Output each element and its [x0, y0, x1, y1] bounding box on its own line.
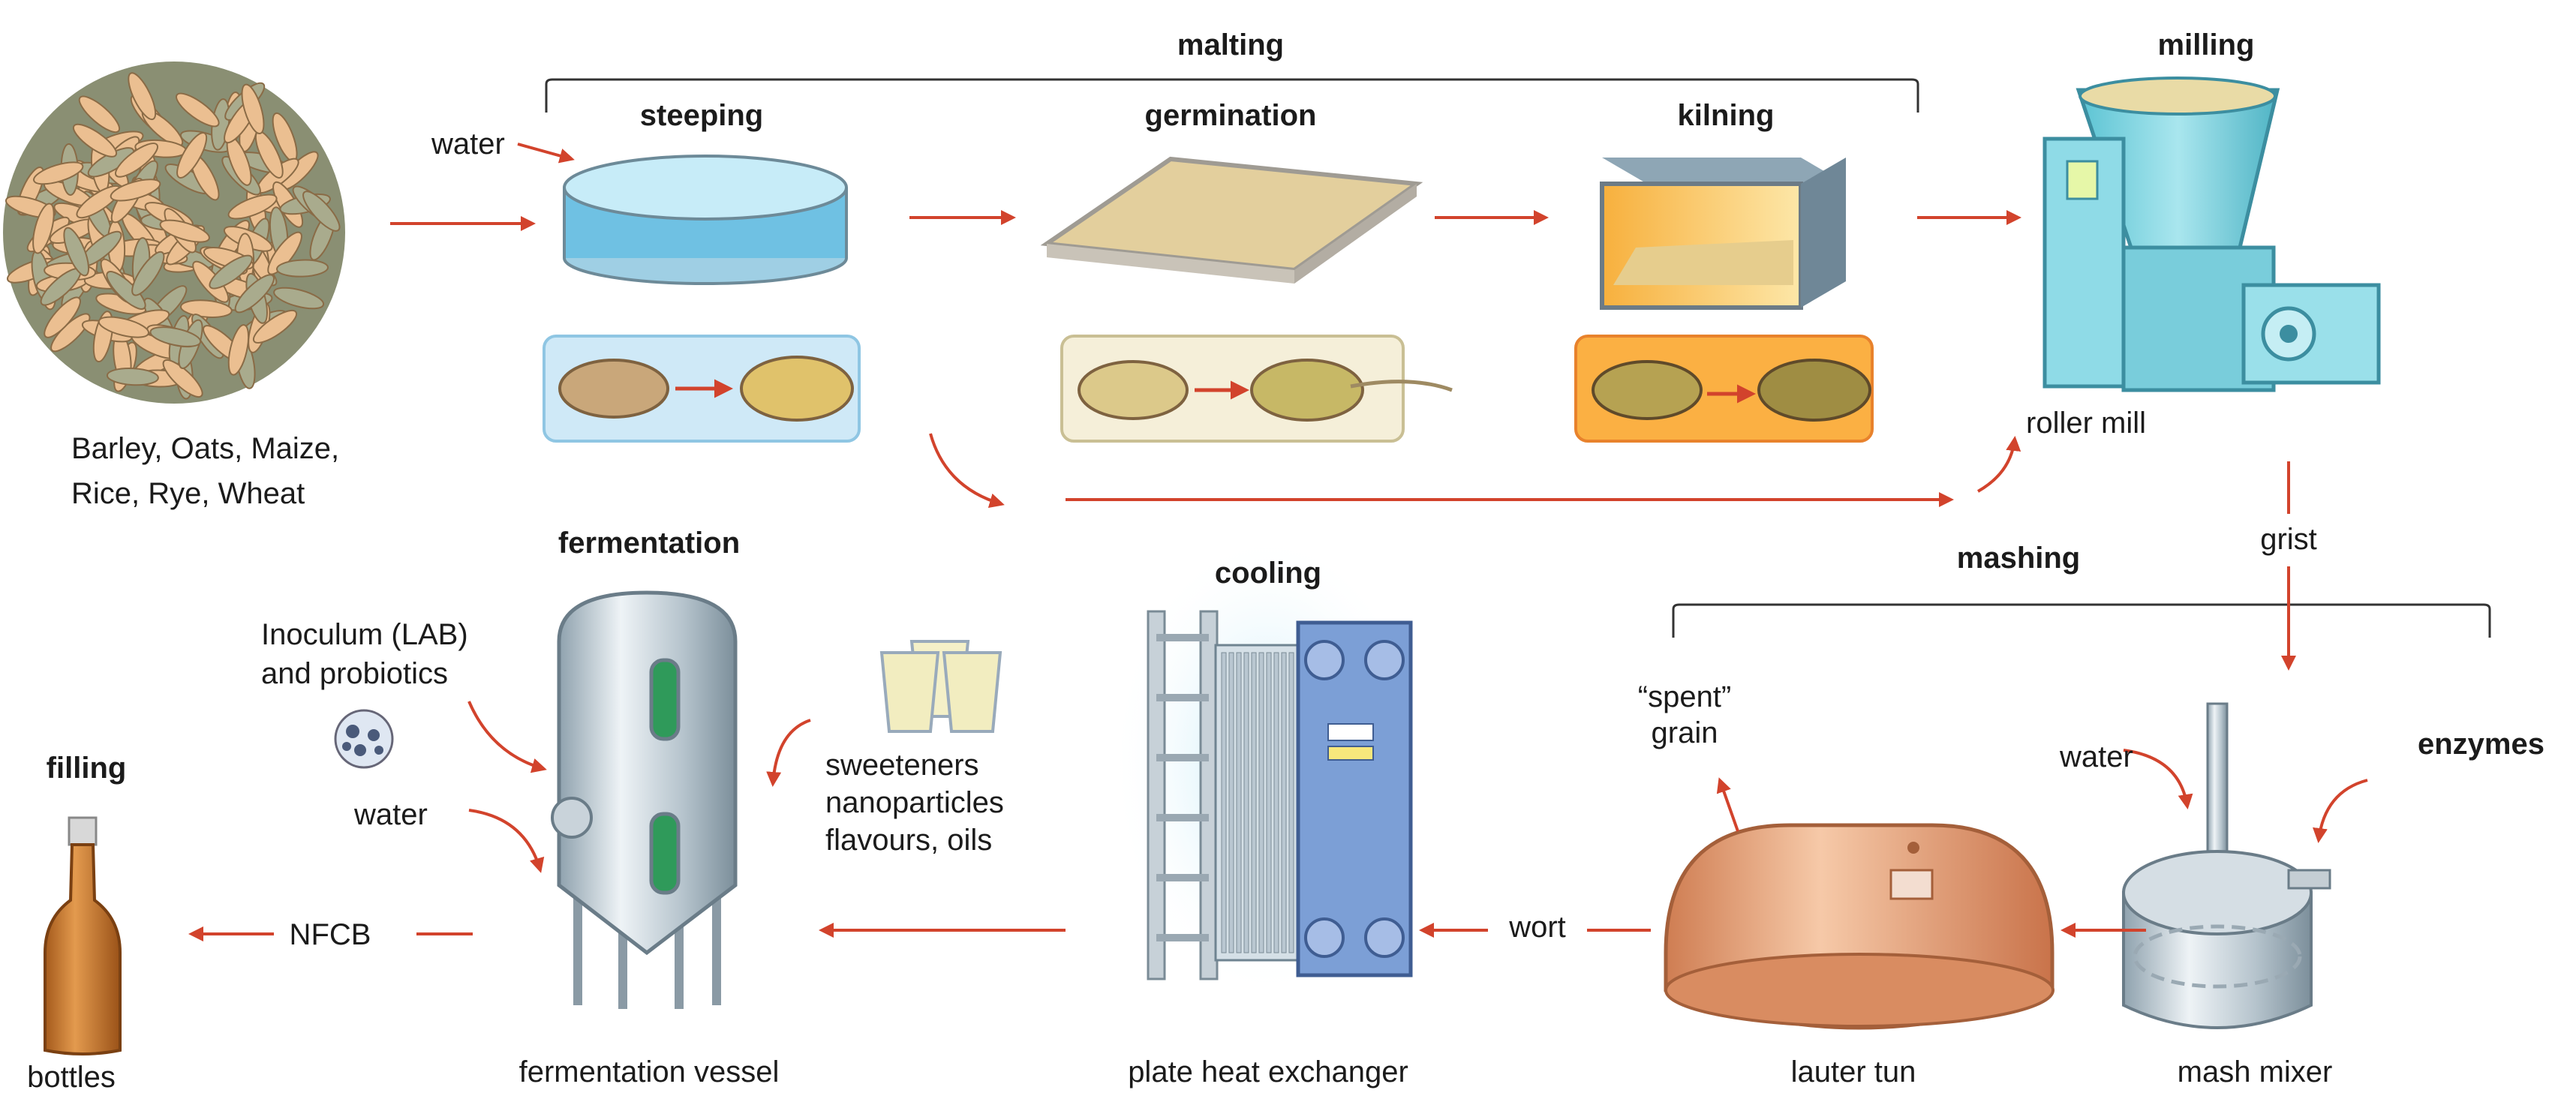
- plate-heat-exchanger-label: plate heat exchanger: [1128, 1055, 1408, 1088]
- bottle-icon: [44, 816, 122, 1055]
- germination-bed-icon: [1040, 156, 1423, 284]
- probiotics-cluster-icon: [334, 709, 394, 769]
- grain-kernel: [176, 132, 208, 179]
- exchanger-plate: [1258, 652, 1264, 953]
- grain-kernel: [44, 296, 81, 338]
- fermentation-vessel-icon: [551, 590, 738, 1009]
- grain-kernel: [98, 316, 149, 338]
- stage-fermentation: fermentation: [558, 527, 741, 560]
- grains-label: Barley, Oats, Maize, Rice, Rye, Wheat: [71, 432, 340, 510]
- exchanger-plate: [1228, 652, 1234, 953]
- stage-mashing: mashing: [1956, 542, 2081, 575]
- roller-mill-label: roller mill: [2026, 407, 2146, 440]
- grain-kernel: [241, 83, 265, 134]
- stage-germination: germination: [1144, 99, 1317, 132]
- lauter-tun-label: lauter tun: [1790, 1055, 1916, 1088]
- grain-kernel: [209, 254, 253, 290]
- grain-kernel: [131, 251, 165, 296]
- exchanger-plate: [1236, 652, 1242, 953]
- malting-bracket: [545, 78, 1919, 113]
- grain-kernel: [128, 72, 157, 121]
- grain-kernel: [227, 194, 278, 220]
- grain-kernel: [106, 271, 146, 310]
- grain-kernel: [276, 259, 329, 278]
- grain-kernel: [33, 161, 84, 185]
- grain-kernel: [78, 95, 121, 134]
- grain-kernel: [302, 191, 341, 232]
- nfcb-label: NFCB: [289, 918, 371, 951]
- stage-milling: milling: [2157, 29, 2255, 62]
- mashing-bracket: [1672, 603, 2491, 638]
- kilning-box-icon: [1600, 158, 1846, 310]
- grain-kernel: [180, 299, 233, 318]
- steeping-detail-panel: [543, 335, 861, 443]
- wort-label: wort: [1509, 911, 1566, 944]
- additives-label: sweeteners nanoparticles flavours, oils: [825, 749, 1004, 857]
- mash-mixer-icon: [2122, 702, 2331, 1029]
- grain-kernel: [110, 179, 161, 202]
- grain-kernel: [63, 227, 90, 277]
- flow-arrows: [188, 143, 2368, 941]
- arrow-curve-up-to-mill: [1977, 436, 2021, 493]
- bottles-label: bottles: [27, 1061, 116, 1094]
- arrow-inoculum-to-vessel: [467, 701, 547, 773]
- lauter-tun-icon: [1664, 823, 2054, 1030]
- spent-grain-label: “spent” grain: [1637, 680, 1732, 749]
- grain-kernel: [227, 324, 250, 376]
- exchanger-plate: [1243, 652, 1249, 953]
- grain-kernel: [252, 309, 298, 344]
- grist-label: grist: [2260, 523, 2317, 556]
- exchanger-plate: [1221, 652, 1227, 953]
- arrow-water-to-mixer: [2123, 749, 2193, 809]
- roller-mill-icon: [2042, 77, 2381, 392]
- grain-kernel: [234, 274, 275, 314]
- water-mash-label: water: [2060, 740, 2133, 773]
- water-fermentation-label: water: [354, 798, 428, 831]
- arrow-water-to-steeping: [517, 143, 575, 164]
- enzymes-label: enzymes: [2418, 728, 2544, 761]
- grain-kernel: [149, 326, 202, 347]
- glasses-icon: [879, 640, 1002, 733]
- exchanger-plate: [1251, 652, 1257, 953]
- grain-kernel: [106, 367, 159, 386]
- arrow-additives-to-vessel: [766, 719, 811, 787]
- grain-kernel: [159, 219, 210, 243]
- arrow-water-to-vessel: [468, 809, 545, 873]
- exchanger-plate: [1288, 652, 1294, 953]
- exchanger-plate: [1273, 652, 1279, 953]
- water-steeping-label: water: [431, 128, 505, 161]
- grain-kernel: [72, 123, 118, 158]
- grain-kernel: [176, 92, 220, 128]
- germination-detail-panel: [1060, 335, 1453, 443]
- stage-kilning: kilning: [1677, 99, 1775, 132]
- mash-mixer-label: mash mixer: [2177, 1055, 2333, 1088]
- grain-kernel: [162, 359, 203, 398]
- kilning-detail-panel: [1574, 335, 1874, 443]
- inoculum-label: Inoculum (LAB) and probiotics: [261, 618, 468, 690]
- arrow-enzymes-to-mixer: [2313, 779, 2368, 843]
- stage-steeping: steeping: [639, 99, 764, 132]
- stage-malting: malting: [1177, 29, 1285, 62]
- steeping-tray-icon: [563, 155, 848, 285]
- grain-kernel: [273, 287, 325, 310]
- stage-cooling: cooling: [1214, 557, 1322, 590]
- exchanger-plate: [1281, 652, 1287, 953]
- arrow-steeping-curve: [929, 433, 1005, 509]
- grain-kernel: [32, 203, 55, 254]
- grain-pile-icon: [3, 62, 345, 404]
- plate-heat-exchanger-icon: [1111, 533, 1426, 998]
- exchanger-plate: [1266, 652, 1272, 953]
- arrow-lauter-to-spent: [1716, 777, 1739, 832]
- fermentation-vessel-label: fermentation vessel: [519, 1055, 780, 1088]
- grain-kernel: [267, 231, 302, 275]
- stage-filling: filling: [46, 752, 127, 785]
- grain-kernel: [115, 143, 158, 178]
